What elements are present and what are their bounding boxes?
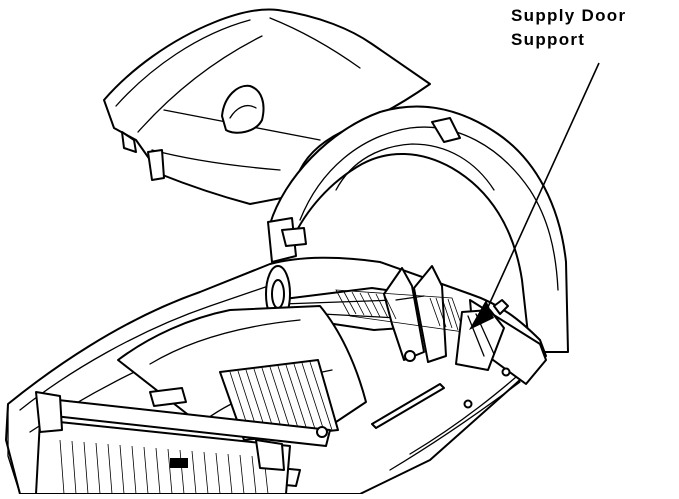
lower-ribs (219, 359, 339, 441)
supply-door (267, 105, 569, 353)
callout-leader (469, 62, 600, 330)
outer-lid (103, 8, 431, 205)
callout-label-line1: Supply Door (511, 6, 627, 25)
callout-label: Supply Door Support (511, 4, 626, 52)
callout-arrowhead (469, 300, 494, 330)
printhead-area (35, 387, 328, 495)
callout-label-line2: Support (511, 30, 586, 49)
